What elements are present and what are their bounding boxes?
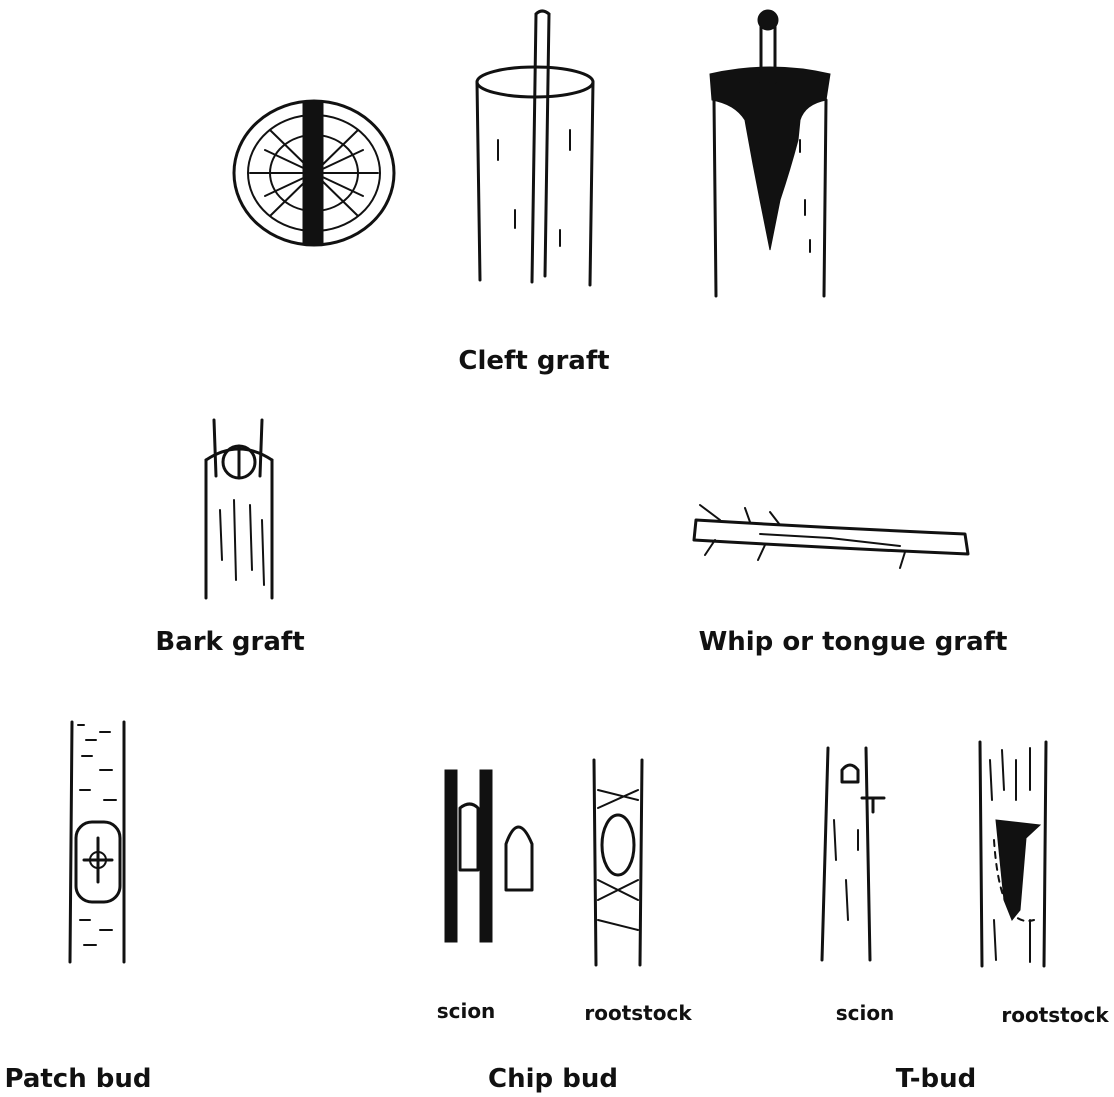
chip-bud-scion-stem — [445, 770, 492, 942]
chip-bud-rootstock-label: rootstock — [584, 1001, 691, 1025]
chip-bud-chip — [506, 827, 532, 890]
cleft-graft-label: Cleft graft — [458, 346, 609, 376]
chip-bud-label: Chip bud — [488, 1064, 618, 1094]
cleft-graft-cross-section — [234, 101, 394, 245]
patch-bud — [70, 722, 124, 962]
t-bud-rootstock — [980, 742, 1046, 966]
whip-graft-label: Whip or tongue graft — [699, 627, 1008, 657]
cleft-graft-split-stock — [477, 11, 593, 285]
chip-bud-rootstock — [594, 760, 642, 965]
cleft-graft-sealed — [710, 10, 830, 296]
patch-bud-label: Patch bud — [4, 1064, 151, 1094]
t-bud-label: T-bud — [896, 1064, 976, 1094]
chip-bud-scion-label: scion — [437, 999, 496, 1023]
whip-graft — [694, 505, 968, 568]
bark-graft — [206, 420, 272, 598]
t-bud-rootstock-label: rootstock — [1001, 1003, 1108, 1027]
bark-graft-label: Bark graft — [155, 627, 304, 657]
t-bud-scion-label: scion — [836, 1001, 895, 1025]
t-bud-scion — [822, 748, 884, 960]
